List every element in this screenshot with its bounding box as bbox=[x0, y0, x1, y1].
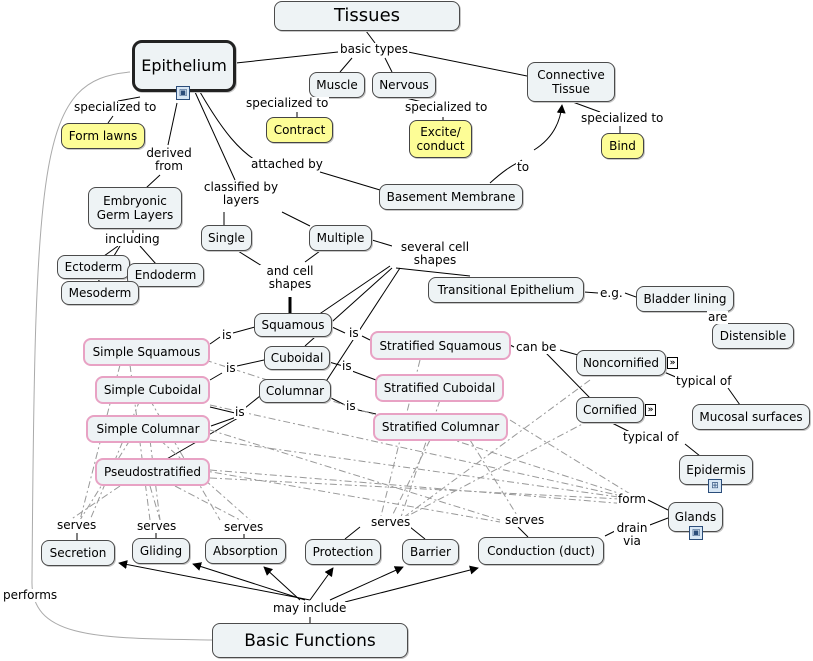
node-form-lawns[interactable]: Form lawns bbox=[61, 123, 145, 149]
node-connective-tissue[interactable]: Connective Tissue bbox=[527, 62, 615, 102]
node-basic-functions[interactable]: Basic Functions bbox=[212, 623, 408, 658]
node-simple-cuboidal[interactable]: Simple Cuboidal bbox=[95, 376, 210, 404]
node-basement-membrane[interactable]: Basement Membrane bbox=[379, 184, 523, 210]
link-label-serves: serves bbox=[504, 513, 546, 527]
node-mesoderm[interactable]: Mesoderm bbox=[61, 281, 139, 305]
node-secretion[interactable]: Secretion bbox=[41, 540, 115, 566]
link-label-typical-of: typical of bbox=[622, 430, 680, 444]
node-nervous[interactable]: Nervous bbox=[372, 72, 436, 98]
link-label-several-cell-shapes: several cell shapes bbox=[392, 241, 478, 267]
node-tissues[interactable]: Tissues bbox=[274, 1, 460, 31]
node-ectoderm[interactable]: Ectoderm bbox=[57, 255, 130, 279]
link-label-form: form bbox=[617, 492, 647, 506]
link-label-is: is bbox=[348, 326, 360, 340]
node-protection[interactable]: Protection bbox=[305, 539, 381, 565]
link-label-and-cell-shapes: and cell shapes bbox=[260, 265, 320, 291]
link-label-specialized-to: specialized to bbox=[404, 100, 489, 114]
link-label-performs: performs bbox=[2, 588, 59, 602]
image-icon[interactable]: ▣ bbox=[176, 86, 190, 100]
link-label-typical-of: typical of bbox=[675, 374, 733, 388]
link-label-specialized-to: specialized to bbox=[245, 96, 330, 110]
link-label-is: is bbox=[345, 399, 357, 413]
node-simple-columnar[interactable]: Simple Columnar bbox=[86, 415, 210, 443]
node-columnar[interactable]: Columnar bbox=[259, 379, 331, 403]
node-muscle[interactable]: Muscle bbox=[309, 72, 365, 98]
node-stratified-columnar[interactable]: Stratified Columnar bbox=[373, 413, 508, 441]
link-label-is: is bbox=[221, 328, 233, 342]
link-label-specialized-to: specialized to bbox=[580, 111, 665, 125]
node-mucosal-surfaces[interactable]: Mucosal surfaces bbox=[692, 404, 810, 430]
link-label-eg: e.g. bbox=[599, 286, 624, 300]
link-label-to: to bbox=[516, 160, 531, 174]
node-simple-squamous[interactable]: Simple Squamous bbox=[83, 338, 210, 366]
node-barrier[interactable]: Barrier bbox=[402, 539, 459, 565]
node-multiple[interactable]: Multiple bbox=[309, 225, 372, 251]
link-label-drain-via: drain via bbox=[614, 522, 650, 548]
node-cornified[interactable]: Cornified bbox=[576, 397, 644, 423]
link-label-attached-by: attached by bbox=[250, 157, 324, 171]
link-label-specialized-to: specialized to bbox=[73, 100, 158, 114]
link-label-including: including bbox=[104, 232, 161, 246]
hierarchy-icon[interactable]: ⊞ bbox=[708, 479, 722, 493]
node-conduction-duct[interactable]: Conduction (duct) bbox=[478, 537, 604, 565]
image-icon[interactable]: ▣ bbox=[689, 526, 703, 540]
link-label-is: is bbox=[341, 359, 353, 373]
link-label-classified-by-layers: classified by layers bbox=[199, 181, 283, 207]
node-gliding[interactable]: Gliding bbox=[132, 538, 190, 564]
link-label-serves: serves bbox=[223, 520, 265, 534]
node-single[interactable]: Single bbox=[201, 225, 252, 251]
link-label-serves: serves bbox=[56, 518, 98, 532]
node-excite-conduct[interactable]: Excite/ conduct bbox=[409, 120, 472, 158]
node-absorption[interactable]: Absorption bbox=[205, 538, 286, 564]
node-embryonic-germ-layers[interactable]: Embryonic Germ Layers bbox=[88, 187, 182, 229]
link-label-is: is bbox=[225, 361, 237, 375]
link-label-can-be: can be bbox=[515, 340, 558, 354]
node-epithelium[interactable]: Epithelium bbox=[132, 40, 236, 92]
node-distensible[interactable]: Distensible bbox=[712, 323, 794, 349]
link-label-is: is bbox=[234, 405, 246, 419]
node-stratified-cuboidal[interactable]: Stratified Cuboidal bbox=[375, 374, 504, 402]
link-label-basic-types: basic types bbox=[339, 42, 410, 56]
node-endoderm[interactable]: Endoderm bbox=[127, 263, 204, 287]
node-epidermis[interactable]: Epidermis bbox=[679, 455, 753, 485]
node-bind[interactable]: Bind bbox=[601, 133, 644, 159]
node-squamous[interactable]: Squamous bbox=[254, 313, 332, 337]
link-label-may-include: may include bbox=[272, 601, 348, 615]
link-label-serves: serves bbox=[370, 515, 412, 529]
expand-icon[interactable]: » bbox=[667, 357, 678, 369]
link-label-serves: serves bbox=[136, 519, 178, 533]
node-bladder-lining[interactable]: Bladder lining bbox=[636, 286, 734, 312]
node-pseudostratified[interactable]: Pseudostratified bbox=[95, 458, 210, 486]
node-contract[interactable]: Contract bbox=[266, 117, 333, 143]
node-cuboidal[interactable]: Cuboidal bbox=[264, 346, 330, 370]
node-stratified-squamous[interactable]: Stratified Squamous bbox=[370, 331, 511, 360]
link-label-derived-from: derived from bbox=[144, 147, 194, 173]
node-noncornified[interactable]: Noncornified bbox=[576, 350, 666, 376]
expand-icon[interactable]: » bbox=[645, 404, 656, 416]
link-label-are: are bbox=[707, 310, 729, 324]
node-transitional-epithelium[interactable]: Transitional Epithelium bbox=[428, 277, 584, 303]
